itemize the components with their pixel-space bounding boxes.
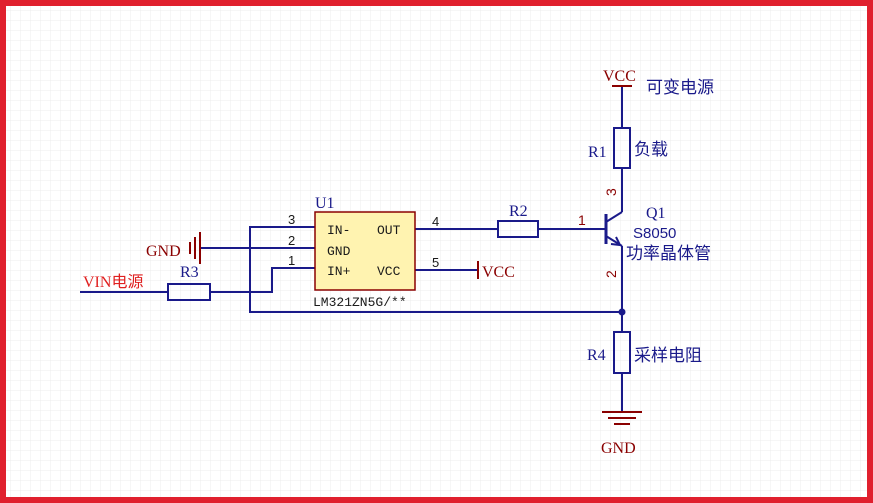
wire-feedback — [249, 226, 622, 313]
r2-designator: R2 — [509, 203, 528, 220]
q1-collector-lead — [605, 211, 623, 223]
u1-part-number: LM321ZN5G/** — [313, 295, 407, 310]
u1-pin4-number: 4 — [432, 214, 439, 229]
q1-pin-collector-number: 3 — [603, 188, 619, 196]
q1-note: 功率晶体管 — [626, 244, 711, 264]
vin-net-label: VIN电源 — [83, 273, 143, 291]
r2-body[interactable] — [497, 220, 539, 238]
junction-dot — [618, 308, 626, 316]
u1-pin-vcc: VCC — [377, 264, 401, 279]
r4-note: 采样电阻 — [634, 346, 702, 366]
q1-designator: Q1 — [646, 205, 666, 222]
u1-pin-in-minus: IN- — [327, 223, 350, 238]
r1-note: 负载 — [634, 140, 668, 160]
u1-pin1-number: 1 — [288, 253, 295, 268]
gnd-bottom-symbol — [602, 411, 642, 425]
u1-designator: U1 — [315, 195, 335, 212]
gnd-left-symbol — [189, 232, 213, 264]
u1-pin3-number: 3 — [288, 212, 295, 227]
u1-pin5-number: 5 — [432, 255, 439, 270]
q1-part-number: S8050 — [633, 225, 676, 242]
gnd-bottom-label: GND — [601, 440, 636, 457]
u1-component[interactable]: U1 IN- GND IN+ OUT VCC LM321ZN5G/** — [313, 195, 416, 310]
u1-pin-out: OUT — [377, 223, 401, 238]
vcc-u1-label: VCC — [482, 264, 515, 281]
q1-emitter-arrow — [610, 236, 622, 247]
vcc-top-label: VCC — [603, 68, 636, 85]
r4-designator: R4 — [587, 347, 606, 364]
u1-body[interactable] — [314, 211, 416, 291]
u1-pin-gnd: GND — [327, 244, 351, 259]
vcc-top-note: 可变电源 — [646, 78, 714, 98]
r4-body[interactable] — [613, 331, 631, 374]
r3-body[interactable] — [167, 283, 211, 301]
q1-transistor[interactable] — [600, 211, 623, 247]
u1-pin-in-plus: IN+ — [327, 264, 351, 279]
r1-body[interactable] — [613, 127, 631, 169]
wire-vin-inplus — [210, 267, 315, 293]
wires — [80, 86, 623, 412]
q1-pin-base-number: 1 — [578, 212, 586, 228]
u1-pin2-number: 2 — [288, 233, 295, 248]
r1-designator: R1 — [588, 144, 607, 161]
q1-pin-emitter-number: 2 — [603, 270, 619, 278]
r3-designator: R3 — [180, 264, 199, 281]
gnd-left-label: GND — [146, 243, 181, 260]
